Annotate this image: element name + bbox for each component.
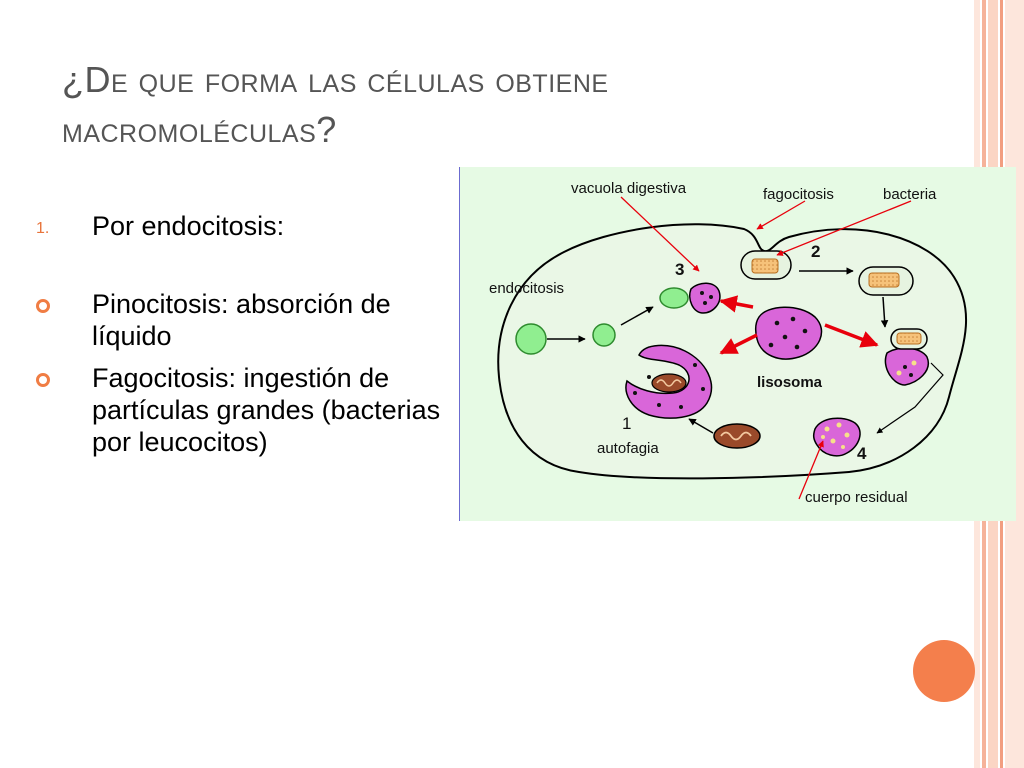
label-fagocitosis: fagocitosis: [763, 186, 834, 203]
list-item-endocitosis: 1. Por endocitosis:: [36, 210, 456, 242]
bullet-circle-icon: [36, 373, 50, 387]
pinocytic-vesicle: [515, 323, 547, 355]
list-item-text: Por endocitosis:: [92, 211, 285, 241]
mitochondrion: [713, 423, 761, 449]
list-number: 1.: [36, 220, 50, 237]
lysosome-central: [754, 306, 823, 360]
label-endocitosis: endocitosis: [489, 280, 564, 297]
label-cuerpo-residual: cuerpo residual: [805, 489, 908, 506]
bacteria-shape: [868, 272, 900, 288]
label-number-3: 3: [675, 260, 684, 279]
label-number-2: 2: [811, 242, 820, 261]
title-line-2: macromoléculas?: [62, 109, 337, 150]
list-item-fagocitosis: Fagocitosis: ingestión de partículas gra…: [36, 362, 456, 458]
list-item-pinocitosis: Pinocitosis: absorción de líquido: [36, 288, 456, 352]
list-item-text: Fagocitosis: ingestión de partículas gra…: [92, 363, 441, 457]
bullet-list: 1. Por endocitosis: Pinocitosis: absorci…: [36, 210, 456, 458]
page-title: ¿De que forma las células obtiene macrom…: [62, 55, 942, 155]
label-lisosoma: lisosoma: [757, 374, 823, 391]
pinocytic-vesicle: [659, 287, 689, 309]
pinocytic-vesicle: [592, 323, 616, 347]
bacteria-shape: [751, 258, 779, 274]
list-item-text: Pinocitosis: absorción de líquido: [92, 289, 391, 351]
lysosome-small: [689, 282, 721, 314]
label-number-1: 1: [622, 414, 631, 433]
bullet-circle-icon: [36, 299, 50, 313]
label-number-4: 4: [857, 444, 867, 463]
label-vacuola-digestiva: vacuola digestiva: [571, 180, 687, 197]
endocytosis-diagram: vacuola digestiva fagocitosis bacteria e…: [459, 167, 1016, 521]
title-line-1: ¿De que forma las células obtiene: [62, 59, 609, 100]
bacteria-shape: [896, 332, 922, 345]
label-autofagia: autofagia: [597, 440, 659, 457]
decorative-circle-icon: [913, 640, 975, 702]
mitochondrion: [651, 373, 687, 393]
label-bacteria: bacteria: [883, 186, 937, 203]
autophagic-lysosome: [625, 344, 713, 419]
